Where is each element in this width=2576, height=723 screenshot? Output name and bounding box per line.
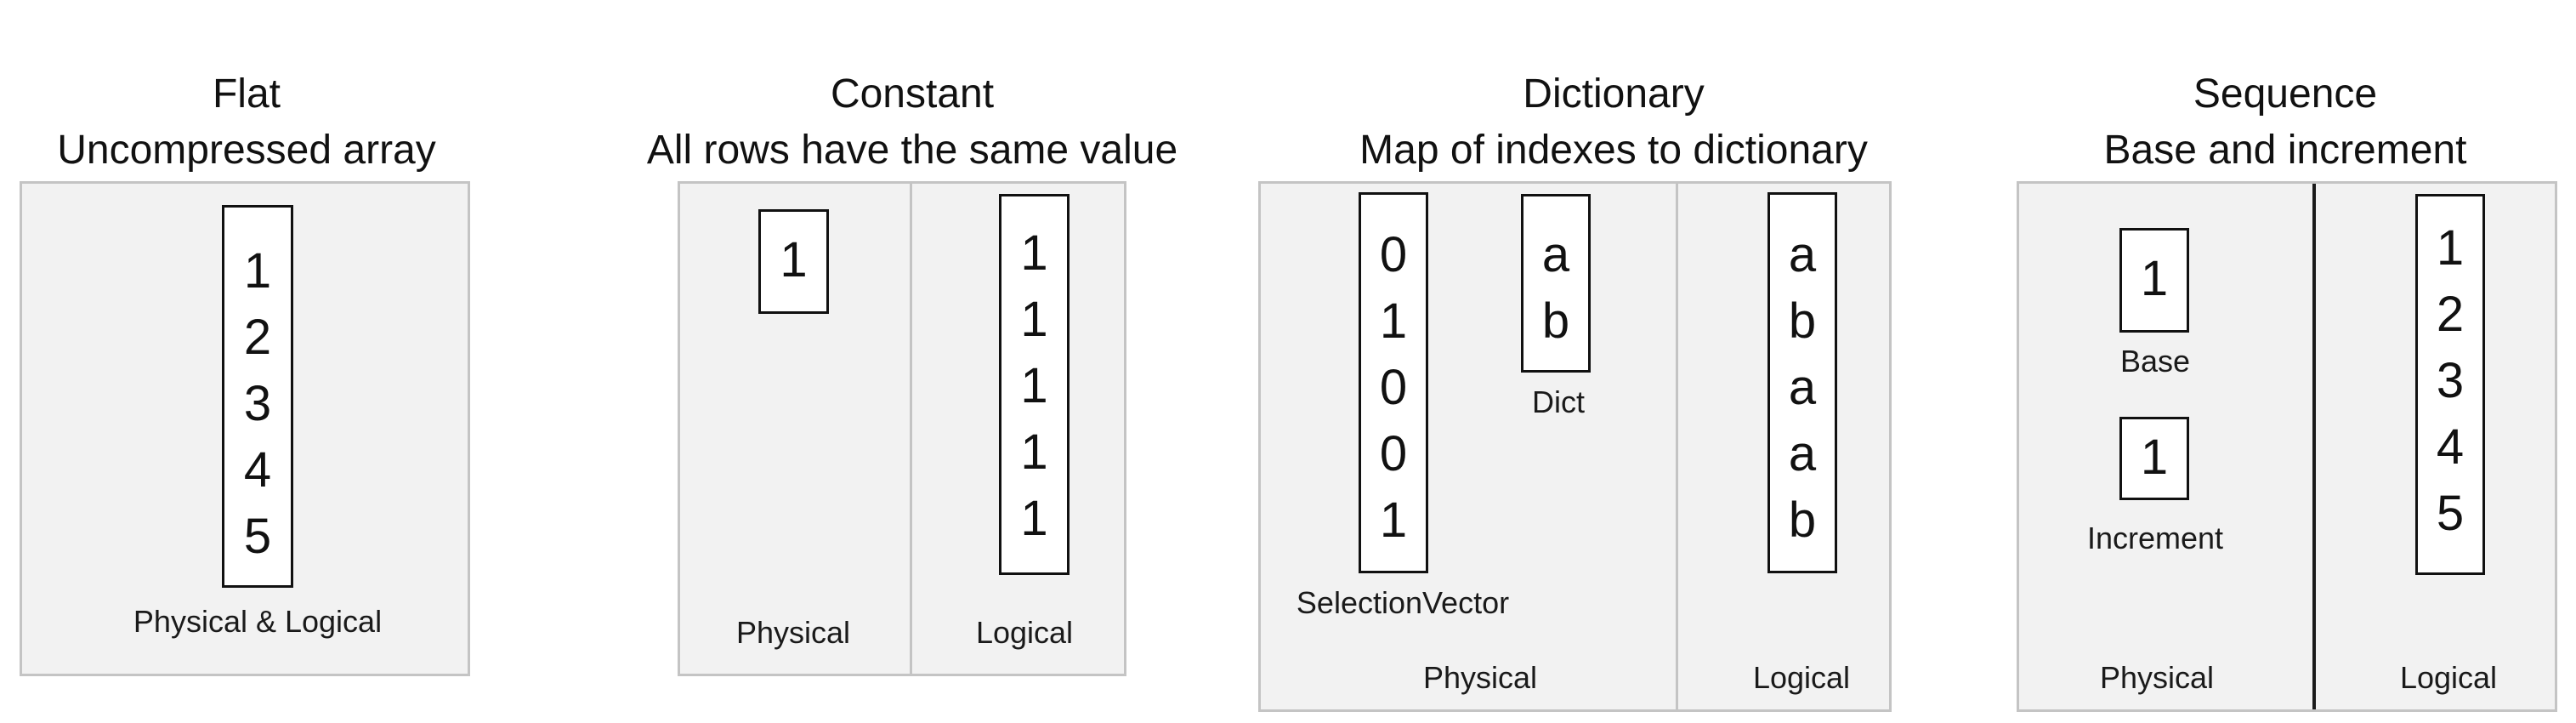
sequence-title: Sequence (2193, 71, 2378, 117)
sequence-heading: Sequence Base and increment (2104, 66, 2467, 179)
increment-value: 1 (2140, 430, 2169, 485)
flat-values-box: 1 2 3 4 5 (222, 205, 293, 588)
sequence-logical-value: 2 (2436, 287, 2465, 342)
dictionary-logical-box: a b a a b (1767, 192, 1837, 573)
constant-logical-label: Logical (975, 615, 1074, 650)
dict-label: Dict (1532, 384, 1585, 419)
selection-value: 1 (1379, 293, 1408, 349)
selection-vector-label: SelectionVector (1296, 585, 1510, 620)
constant-divider (910, 184, 912, 674)
dictionary-panel: 0 1 0 0 1 SelectionVector a b Dict a b a… (1258, 181, 1892, 712)
flat-value: 1 (243, 243, 272, 299)
sequence-logical-value: 4 (2436, 419, 2465, 475)
constant-logical-value: 1 (1020, 491, 1048, 546)
flat-value: 3 (243, 376, 272, 431)
sequence-logical-label: Logical (2399, 660, 2498, 695)
flat-label: Physical & Logical (133, 604, 383, 639)
constant-physical-box: 1 (758, 209, 829, 314)
flat-title: Flat (212, 71, 281, 117)
sequence-panel: 1 Base 1 Increment 1 2 3 4 5 Physical Lo… (2017, 181, 2557, 712)
flat-value: 5 (243, 509, 272, 564)
selection-vector-box: 0 1 0 0 1 (1359, 192, 1428, 573)
sequence-logical-value: 1 (2436, 220, 2465, 276)
flat-subtitle: Uncompressed array (57, 128, 436, 173)
constant-logical-value: 1 (1020, 424, 1048, 480)
constant-logical-box: 1 1 1 1 1 (999, 194, 1070, 575)
flat-value: 2 (243, 310, 272, 365)
flat-heading: Flat Uncompressed array (57, 66, 436, 179)
sequence-logical-value: 3 (2436, 353, 2465, 408)
constant-logical-value: 1 (1020, 292, 1048, 347)
constant-heading: Constant All rows have the same value (647, 66, 1177, 179)
dictionary-physical-label: Physical (1422, 660, 1538, 695)
sequence-physical-label: Physical (2099, 660, 2215, 695)
base-box: 1 (2119, 228, 2189, 333)
dictionary-heading: Dictionary Map of indexes to dictionary (1359, 66, 1868, 179)
sequence-subtitle: Base and increment (2103, 128, 2467, 173)
sequence-logical-box: 1 2 3 4 5 (2415, 194, 2485, 575)
base-label: Base (2119, 344, 2191, 379)
dictionary-logical-value: a (1788, 227, 1817, 282)
dictionary-divider (1676, 184, 1678, 709)
selection-value: 0 (1379, 426, 1408, 481)
dict-value: a (1541, 227, 1570, 282)
increment-label: Increment (2086, 521, 2224, 555)
flat-value: 4 (243, 442, 272, 498)
flat-panel: 1 2 3 4 5 Physical & Logical (20, 181, 470, 676)
dictionary-title: Dictionary (1523, 71, 1705, 117)
base-value: 1 (2140, 251, 2169, 306)
selection-value: 1 (1379, 492, 1408, 548)
sequence-logical-value: 5 (2436, 486, 2465, 541)
increment-box: 1 (2119, 417, 2189, 500)
dictionary-logical-value: a (1788, 426, 1817, 481)
constant-logical-value: 1 (1020, 358, 1048, 413)
dictionary-logical-value: b (1788, 492, 1817, 548)
dict-value: b (1541, 293, 1570, 349)
dict-box: a b (1521, 194, 1591, 373)
constant-title: Constant (830, 71, 995, 117)
selection-value: 0 (1379, 360, 1408, 415)
dictionary-subtitle: Map of indexes to dictionary (1359, 128, 1868, 173)
constant-logical-value: 1 (1020, 225, 1048, 281)
constant-subtitle: All rows have the same value (646, 128, 1178, 173)
constant-physical-value: 1 (780, 232, 808, 287)
dictionary-logical-label: Logical (1752, 660, 1851, 695)
constant-physical-label: Physical (735, 615, 851, 650)
dictionary-logical-value: b (1788, 293, 1817, 349)
dictionary-logical-value: a (1788, 360, 1817, 415)
constant-panel: 1 1 1 1 1 1 Physical Logical (678, 181, 1126, 676)
selection-value: 0 (1379, 227, 1408, 282)
sequence-divider (2312, 184, 2316, 709)
